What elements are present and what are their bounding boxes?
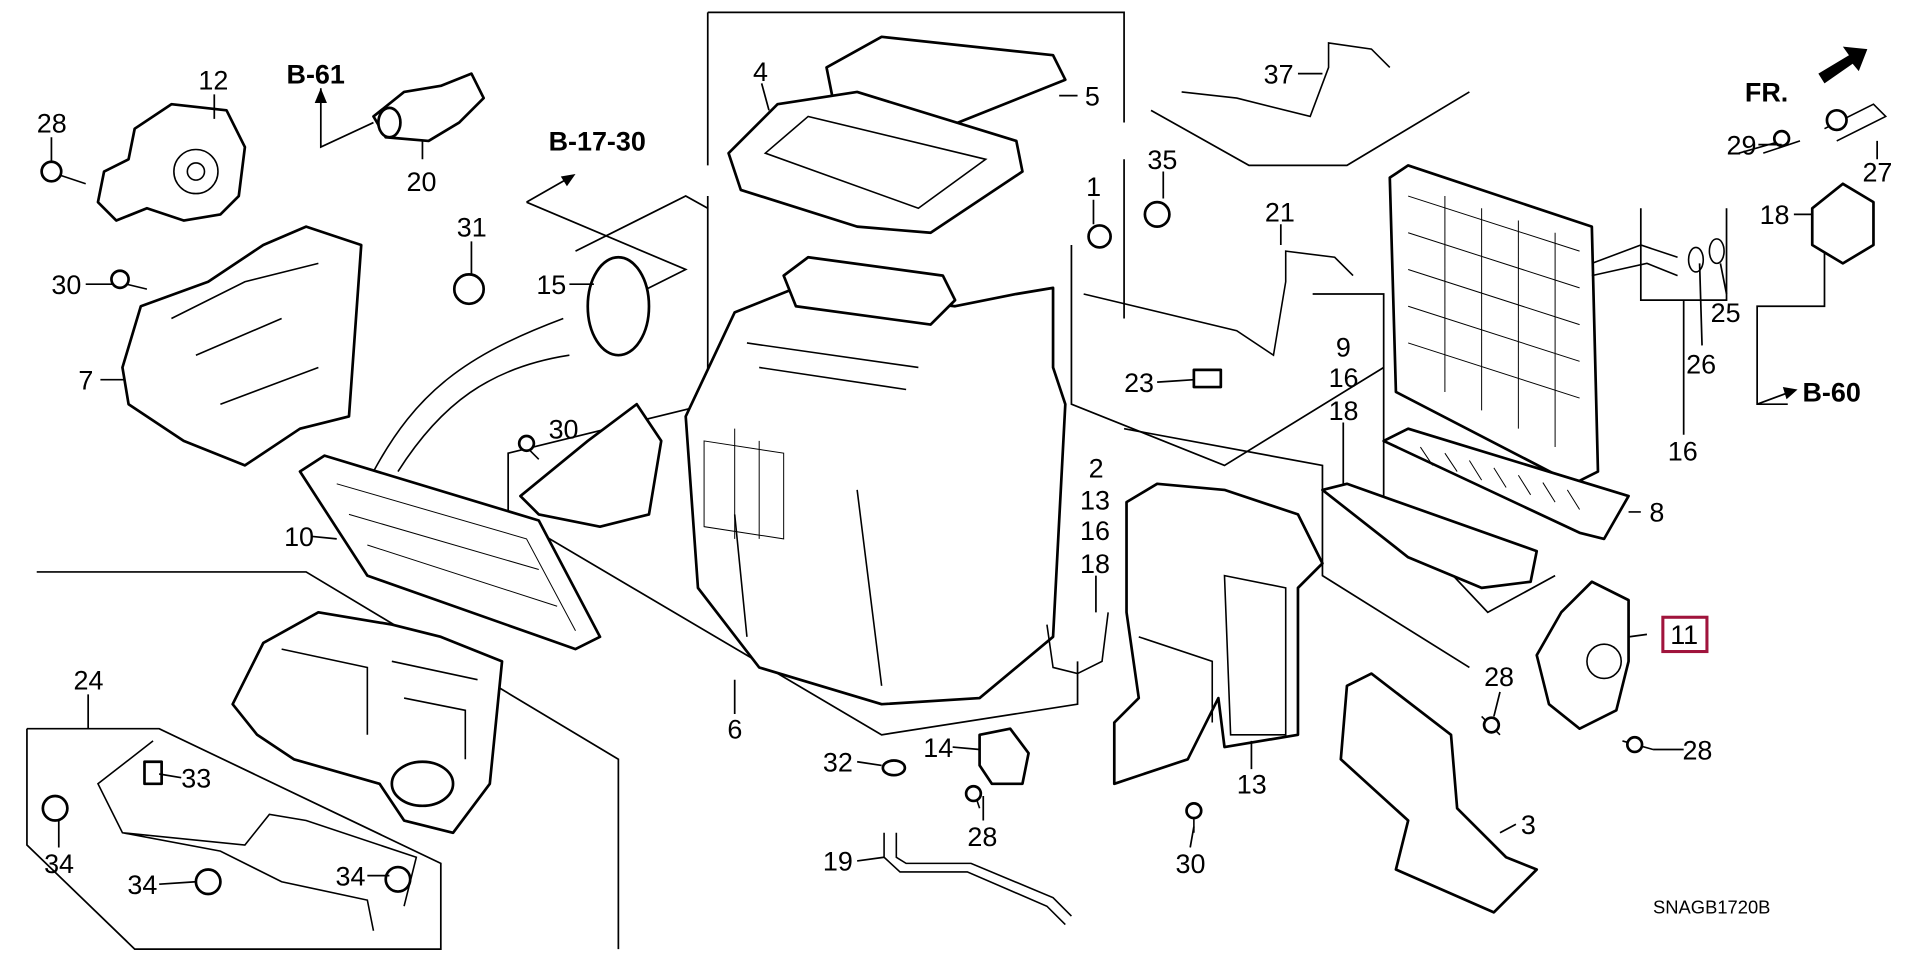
part-label[interactable]: 2 — [1089, 454, 1104, 484]
part-15-grommet — [586, 255, 651, 357]
part-37-harness — [1181, 42, 1391, 118]
leader-lines — [50, 72, 1878, 886]
part-label[interactable]: 27 — [1862, 157, 1892, 187]
part-label[interactable]: 16 — [1329, 363, 1359, 393]
part-label[interactable]: 28 — [1484, 662, 1514, 692]
part-label[interactable]: 30 — [1176, 849, 1206, 879]
part-label[interactable]: 24 — [73, 666, 103, 696]
part-35-nut — [1143, 200, 1171, 228]
part-label[interactable]: 18 — [1760, 200, 1790, 230]
part-blower-unit — [231, 611, 504, 835]
diagram-code: SNAGB1720B — [1653, 897, 1770, 918]
screws — [40, 108, 1848, 833]
part-32-clamp — [881, 759, 907, 777]
part-label[interactable]: 16 — [1668, 437, 1698, 467]
part-label[interactable]: 12 — [198, 66, 228, 96]
part-8-filter — [1382, 427, 1630, 541]
part-label[interactable]: 3 — [1521, 810, 1536, 840]
part-label[interactable]: 28 — [1682, 735, 1712, 765]
part-label[interactable]: 5 — [1085, 81, 1100, 111]
part-34-clip — [194, 868, 222, 896]
part-label[interactable]: 31 — [457, 212, 487, 242]
part-4-seal — [727, 90, 1024, 235]
part-label[interactable]: 32 — [823, 748, 853, 778]
part-label[interactable]: 10 — [284, 522, 314, 552]
part-label[interactable]: 21 — [1265, 198, 1295, 228]
part-duct-bracket — [519, 402, 663, 528]
part-34-clip — [41, 794, 69, 822]
part-label[interactable]: 34 — [44, 849, 74, 879]
part-33-clip — [143, 760, 163, 786]
part-label[interactable]: 25 — [1711, 298, 1741, 328]
part-34-clip — [384, 865, 412, 893]
parts — [40, 35, 1888, 931]
part-label[interactable]: 15 — [536, 270, 566, 300]
part-label[interactable]: 18 — [1329, 396, 1359, 426]
part-2-wire — [1046, 612, 1109, 675]
reference-b60[interactable]: B-60 — [1802, 378, 1860, 408]
part-11-actuator — [1535, 580, 1630, 731]
part-9-filter-cover — [1321, 482, 1539, 590]
part-21-sensor — [1083, 250, 1354, 357]
part-1-nut — [1087, 224, 1112, 249]
part-label[interactable]: 33 — [181, 763, 211, 793]
part-label[interactable]: 20 — [407, 167, 437, 197]
part-23-clip — [1192, 368, 1223, 389]
part-6-heater-case — [684, 255, 1067, 706]
part-label[interactable]: 13 — [1237, 770, 1267, 800]
part-evaporator — [1388, 164, 1600, 486]
part-7-duct — [121, 225, 363, 467]
part-label[interactable]: 30 — [51, 270, 81, 300]
part-label-highlighted[interactable]: 11 — [1670, 620, 1698, 650]
part-label[interactable]: 28 — [967, 822, 997, 852]
part-label[interactable]: 14 — [923, 733, 953, 763]
part-label[interactable]: 34 — [127, 870, 157, 900]
part-label[interactable]: 13 — [1080, 486, 1110, 516]
part-label[interactable]: 26 — [1686, 350, 1716, 380]
part-label[interactable]: 29 — [1727, 130, 1757, 160]
part-label[interactable]: 6 — [727, 714, 742, 744]
part-labels: 28 12 20 31 15 30 7 4 5 37 35 1 21 29 27… — [37, 57, 1893, 918]
part-label[interactable]: 16 — [1080, 516, 1110, 546]
part-12-actuator — [96, 102, 247, 222]
part-label[interactable]: 19 — [823, 847, 853, 877]
front-direction-arrow-icon — [1818, 46, 1868, 84]
part-label[interactable]: 7 — [78, 366, 93, 396]
part-label[interactable]: 23 — [1124, 368, 1154, 398]
highlight-box — [1661, 615, 1709, 654]
reference-arrows — [314, 88, 1798, 405]
part-label[interactable]: 8 — [1649, 498, 1664, 528]
part-label[interactable]: 9 — [1336, 332, 1351, 362]
part-label[interactable]: 34 — [336, 861, 366, 891]
part-31-nut — [452, 273, 486, 306]
part-14-resistor — [978, 727, 1030, 786]
part-label[interactable]: 18 — [1080, 549, 1110, 579]
part-label[interactable]: 4 — [753, 57, 768, 87]
part-label[interactable]: 35 — [1147, 145, 1177, 175]
part-24-harness — [96, 740, 418, 931]
part-label[interactable]: 1 — [1086, 172, 1101, 202]
reference-b61[interactable]: B-61 — [287, 59, 345, 89]
part-expansion-valve — [1591, 103, 1888, 277]
part-label[interactable]: 37 — [1264, 59, 1294, 89]
part-13-blower-case — [1112, 482, 1324, 786]
part-19-drain-hose — [883, 832, 1072, 926]
part-3-duct — [1339, 672, 1539, 914]
part-label[interactable]: 30 — [549, 414, 579, 444]
part-20-sensor — [372, 72, 486, 143]
part-10-heater-core — [298, 317, 602, 651]
front-direction-label: FR. — [1745, 78, 1788, 108]
part-label[interactable]: 28 — [37, 108, 67, 138]
reference-b17-30[interactable]: B-17-30 — [549, 127, 646, 157]
